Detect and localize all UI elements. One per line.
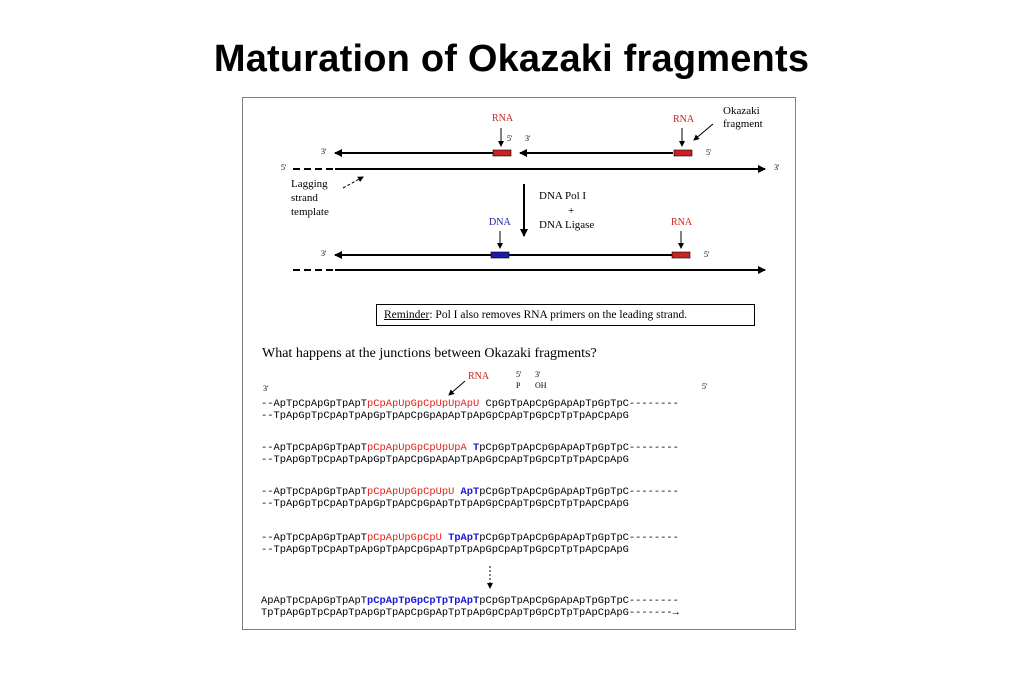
five-prime-label-a: 5' <box>507 134 513 143</box>
seq-4-top: --ApTpCpApGpTpApTpCpApUpGpCpU TpApTpCpGp… <box>261 532 679 544</box>
reminder-box: Reminder: Pol I also removes RNA primers… <box>376 304 755 326</box>
slide-title: Maturation of Okazaki fragments <box>213 38 810 80</box>
okazaki-label-2: fragment <box>723 118 763 130</box>
junction-question: What happens at the junctions between Ok… <box>262 346 597 361</box>
five-prime-label-c: 5' <box>281 163 287 172</box>
five-prime-label-b: 5' <box>706 148 712 157</box>
three-prime-label-d: 3' <box>321 249 327 258</box>
template-strand-upper <box>293 165 766 189</box>
lagging-pointer <box>342 176 364 189</box>
rna-label-3: RNA <box>671 217 693 228</box>
top-strand-upper <box>334 123 714 157</box>
rna-label-1: RNA <box>492 113 514 124</box>
reminder-label: Reminder <box>384 309 430 321</box>
junction-rna-label: RNA <box>468 371 490 382</box>
seq-2-bottom: --TpApGpTpCpApTpApGpTpApCpGpApApTpApGpCp… <box>261 454 629 466</box>
seq-2-top: --ApTpCpApGpTpApTpCpApUpGpCpUpUpA TpCpGp… <box>261 442 679 454</box>
okazaki-diagram <box>293 123 766 589</box>
lagging-label-3: template <box>291 206 329 218</box>
three-prime-label-a: 3' <box>525 134 531 143</box>
okazaki-pointer <box>693 123 714 141</box>
junction-three-prime-left: 3' <box>263 384 269 393</box>
seq-3-bottom: --TpApGpTpCpApTpApGpTpApCpGpApTpTpApGpCp… <box>261 498 629 510</box>
junction-oh: OH <box>535 381 547 390</box>
enzyme-label-1: DNA Pol I <box>539 190 587 202</box>
five-prime-label-d: 5' <box>704 250 710 259</box>
junction-rna-pointer <box>448 380 466 396</box>
junction-p: P <box>516 381 521 390</box>
rna-primer-3 <box>671 251 691 259</box>
dna-label: DNA <box>489 217 511 228</box>
reminder-text: : Pol I also removes RNA primers on the … <box>429 309 688 321</box>
seq-1-bottom: --TpApGpTpCpApTpApGpTpApCpGpApApTpApGpCp… <box>261 410 629 422</box>
junction-three-prime-top: 3' <box>535 370 541 379</box>
rna-primer-2 <box>673 149 693 157</box>
junction-five-prime: 5' <box>516 370 522 379</box>
three-prime-label-b: 3' <box>321 147 327 156</box>
enzyme-label-2: + <box>568 205 575 217</box>
seq-5-top: ApApTpCpApGpTpApTpCpApTpGpCpTpTpApTpCpGp… <box>261 595 679 607</box>
rna-label-2: RNA <box>673 114 695 125</box>
seq-1-top: --ApTpCpApGpTpApTpCpApUpGpCpUpUpApU CpGp… <box>261 398 679 410</box>
figure-panel: RNA RNA Okazaki fragment 5' 3' 3' 5' 5' … <box>242 97 796 630</box>
seq-5-bottom: TpTpApGpTpCpApTpApGpTpApCpGpApTpTpApGpCp… <box>261 607 679 619</box>
lagging-label-2: strand <box>291 192 318 204</box>
seq-3-top: --ApTpCpApGpTpApTpCpApUpGpCpUpU ApTpCpGp… <box>261 486 679 498</box>
rna-primer-1 <box>492 149 512 157</box>
lagging-label-1: Lagging <box>291 178 328 190</box>
bottom-strands <box>293 231 766 274</box>
three-prime-label-c: 3' <box>774 163 780 172</box>
dna-filled-gap <box>490 251 510 259</box>
junction-five-prime-right: 5' <box>702 382 708 391</box>
seq-4-bottom: --TpApGpTpCpApTpApGpTpApCpGpApTpTpApGpCp… <box>261 544 629 556</box>
okazaki-label-1: Okazaki <box>723 105 760 117</box>
enzyme-label-3: DNA Ligase <box>539 219 595 231</box>
